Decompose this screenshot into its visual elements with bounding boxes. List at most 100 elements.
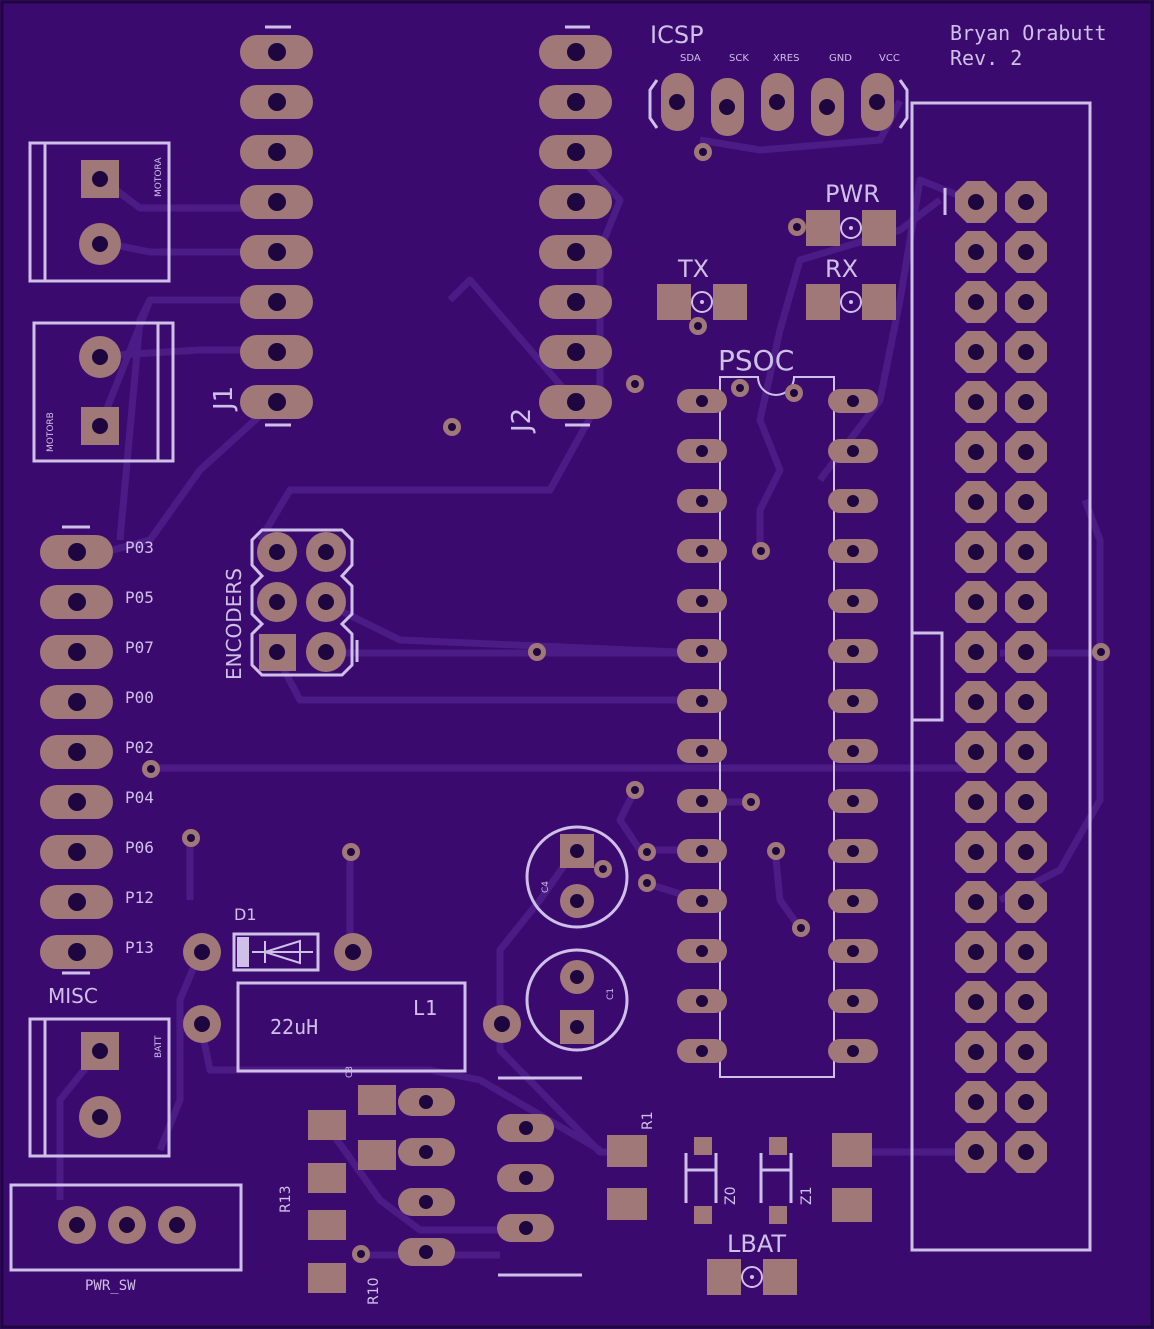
header-pad-hole: [1018, 244, 1034, 260]
pwr-switch: PWR_SW: [9, 1183, 243, 1294]
r10-label: R10: [366, 1277, 382, 1305]
header-pad-hole: [968, 944, 984, 960]
misc-header: P03 P05 P07 P00 P02 P04 P06 P12 P13 MISC: [40, 525, 154, 1008]
header-pad-hole: [968, 844, 984, 860]
capacitor-c1: C1: [525, 948, 629, 1052]
icsp-label: ICSP: [650, 21, 704, 49]
pwr-sw-label: PWR_SW: [85, 1278, 136, 1294]
resistor-r1: R1: [607, 1111, 656, 1220]
icsp-pin-label: SDA: [680, 53, 701, 64]
pwr-led: PWR: [806, 180, 896, 246]
icsp-pin-label: VCC: [879, 53, 900, 64]
misc-pin-label: P12: [125, 888, 154, 907]
misc-pin-label: P05: [125, 588, 154, 607]
zener-z1: Z1: [759, 1137, 815, 1224]
capacitor-c3: C3: [345, 1066, 455, 1266]
icsp-pin-label: GND: [829, 53, 852, 64]
misc-pin-label: P02: [125, 738, 154, 757]
header-pad-hole: [1018, 544, 1034, 560]
header-pad-hole: [1018, 694, 1034, 710]
header-pad-hole: [968, 344, 984, 360]
rx-led: RX: [806, 255, 896, 320]
lbat-led: LBAT: [707, 1230, 797, 1295]
author-name: Bryan Orabutt: [950, 21, 1107, 45]
misc-pin-label: P00: [125, 688, 154, 707]
header-pad-hole: [968, 494, 984, 510]
header-pad-hole: [1018, 1044, 1034, 1060]
header-pad-hole: [1018, 1144, 1034, 1160]
header-pad-hole: [1018, 294, 1034, 310]
capacitor-c4: C4: [525, 825, 629, 929]
regulator: [497, 1076, 582, 1277]
psoc-label: PSOC: [718, 344, 794, 377]
z0-label: Z0: [723, 1187, 739, 1206]
misc-label: MISC: [48, 984, 98, 1008]
c1-label: C1: [606, 988, 616, 1000]
revision-label: Rev. 2: [950, 46, 1022, 70]
header-pad-hole: [1018, 494, 1034, 510]
header-pad-hole: [968, 294, 984, 310]
inductor-l1: L1 22uH: [183, 981, 521, 1073]
psoc-chip: PSOC: [677, 344, 878, 1078]
header-pad-hole: [1018, 1094, 1034, 1110]
icsp-header: ICSP SDA SCK XRES GND VCC: [648, 21, 909, 136]
header-pad-hole: [968, 194, 984, 210]
j2-header: J2: [507, 25, 612, 434]
c4-label: C4: [541, 881, 551, 893]
icsp-outline: [648, 79, 909, 129]
motorb-terminal: MOTORB: [32, 321, 175, 463]
main-2x20-header: [910, 101, 1092, 1252]
via-holes: [147, 148, 1105, 1258]
header-pad-hole: [968, 1044, 984, 1060]
z1-label: Z1: [799, 1187, 815, 1206]
encoders-header: ENCODERS: [222, 528, 359, 680]
resistor-r13: R13: [278, 1110, 346, 1240]
header-pad-hole: [968, 594, 984, 610]
header-pad-hole: [1018, 644, 1034, 660]
header-pad-hole: [968, 244, 984, 260]
lbat-led-label: LBAT: [727, 1230, 786, 1258]
header-pad-hole: [968, 544, 984, 560]
header-pad-hole: [1018, 444, 1034, 460]
header-pad-hole: [1018, 594, 1034, 610]
batt-label: BATT: [154, 1035, 164, 1058]
header-pad-hole: [1018, 794, 1034, 810]
j2-label: J2: [507, 408, 537, 434]
header-pad-hole: [968, 994, 984, 1010]
header-pad-hole: [968, 394, 984, 410]
resistor-r10: R10: [308, 1263, 382, 1305]
l1-label: L1: [413, 996, 437, 1020]
misc-pin-label: P06: [125, 838, 154, 857]
zener-z0: Z0: [684, 1137, 739, 1224]
header-pad-hole: [1018, 944, 1034, 960]
j1-label: J1: [209, 386, 239, 412]
c3-label: C3: [345, 1066, 355, 1078]
encoders-label: ENCODERS: [222, 568, 246, 680]
header-pad-hole: [1018, 994, 1034, 1010]
motora-label: MOTORA: [154, 157, 164, 197]
icsp-pin-label: SCK: [729, 53, 749, 64]
header-pad-hole: [1018, 744, 1034, 760]
smd-pads-right: [832, 1133, 872, 1222]
header-pad-hole: [1018, 394, 1034, 410]
header-pad-hole: [1018, 894, 1034, 910]
header-pad-hole: [1018, 194, 1034, 210]
header-pad-hole: [1018, 844, 1034, 860]
diode-d1: D1: [183, 905, 372, 972]
tx-led-label: TX: [677, 255, 709, 283]
misc-pin-label: P07: [125, 638, 154, 657]
misc-pin-label: P13: [125, 938, 154, 957]
l1-value: 22uH: [270, 1015, 318, 1039]
rx-led-label: RX: [825, 255, 858, 283]
header-pad-hole: [968, 894, 984, 910]
header-pad-hole: [968, 744, 984, 760]
header-pad-hole: [968, 444, 984, 460]
motora-terminal: MOTORA: [28, 141, 171, 283]
header-pad-hole: [1018, 344, 1034, 360]
header-pad-hole: [968, 644, 984, 660]
misc-pin-label: P03: [125, 538, 154, 557]
d1-label: D1: [234, 905, 257, 924]
r13-label: R13: [278, 1185, 294, 1213]
